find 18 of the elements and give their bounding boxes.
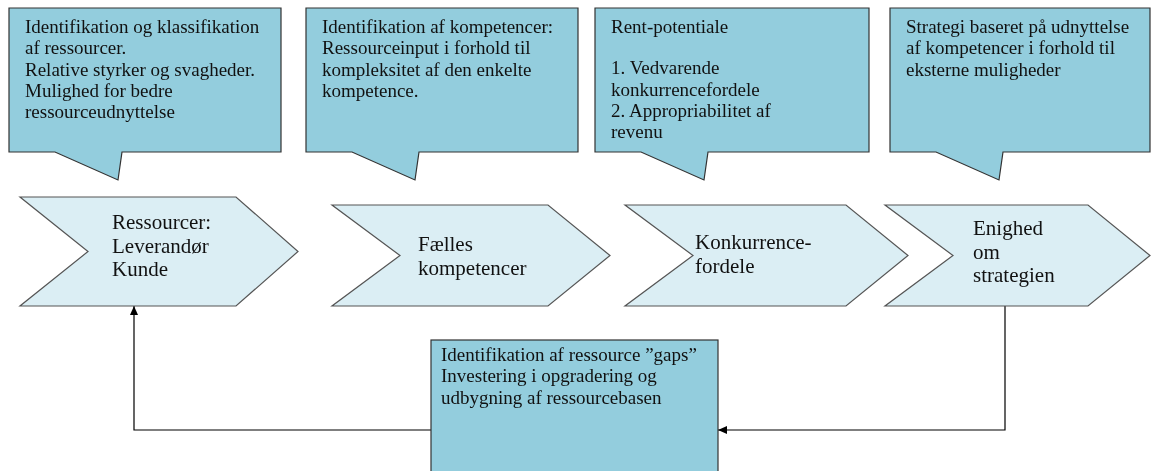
step-label: Enighed om strategien	[973, 217, 1056, 288]
step-label: Fælles kompetencer	[418, 233, 528, 281]
step-label: Ressourcer:	[112, 211, 213, 235]
arrow	[130, 305, 432, 431]
description-text: Identifikation af kompetencer:	[322, 16, 555, 38]
description-text: Ressourceinput i forhold til kompleksitet af den enkelte kompetence.	[322, 37, 533, 102]
description-text: Identifikation og klassifikation af ressourcer.	[25, 16, 261, 59]
description-text: Mulighed for bedre ressourceudnyttelse	[25, 79, 175, 123]
description-text: 2. Appropriabilitet af revenu	[611, 99, 772, 143]
step-label: Leverandør	[112, 234, 210, 259]
step-label: Konkurrence-fordele	[695, 231, 813, 279]
step-label: Kunde	[112, 258, 169, 282]
description-text: Rent-potentiale	[611, 16, 730, 38]
description-text: Identifikation af ressource ”gaps”	[441, 344, 698, 366]
description-text: Relative styrker og svagheder.	[25, 58, 257, 80]
description-text: 1. Vedvarende konkurrencefordele	[611, 57, 761, 100]
description-text: Strategi baseret på udnyttelse af kompetencer i forhold til eksterne muligheder	[906, 16, 1131, 80]
description-text: Investering i opgradering og udbygning af ressourcebasen	[441, 365, 663, 408]
